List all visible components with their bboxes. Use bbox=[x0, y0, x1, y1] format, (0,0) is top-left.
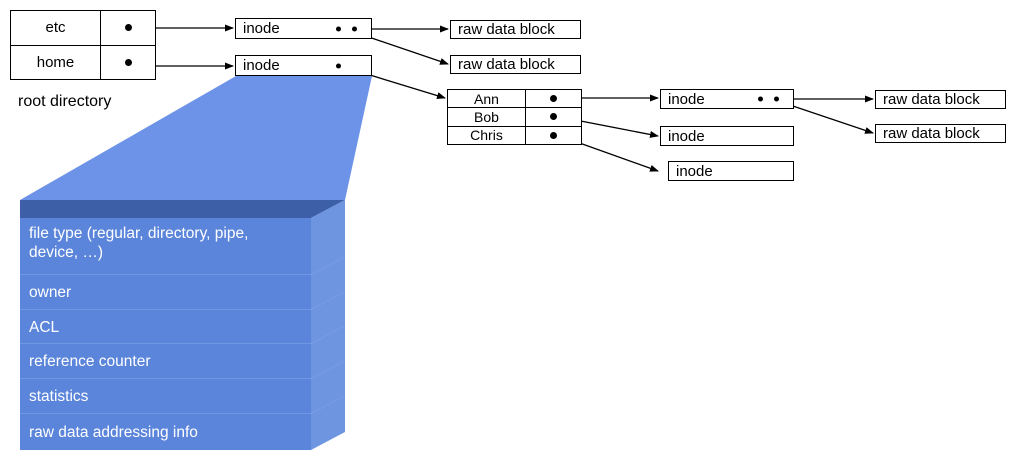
raw-data-block[interactable]: raw data block bbox=[450, 55, 581, 74]
inode-box-ann[interactable]: inode bbox=[660, 89, 794, 109]
root-directory-caption: root directory bbox=[18, 93, 112, 110]
pointer-dot-icon bbox=[124, 58, 132, 66]
inode-box-chris[interactable]: inode bbox=[668, 161, 794, 181]
home-entry-pointer[interactable] bbox=[526, 90, 581, 107]
pointer-dot-icon bbox=[336, 63, 341, 68]
inode-field-refcounter: reference counter bbox=[29, 353, 151, 370]
table-row[interactable]: Ann bbox=[448, 90, 581, 109]
inode-field-raw-data-addressing: raw data addressing info bbox=[29, 424, 198, 441]
inode-field-file-type: file type (regular, directory, pipe, dev… bbox=[29, 225, 249, 261]
inode-field-statistics: statistics bbox=[29, 388, 89, 405]
inode-label: inode bbox=[668, 90, 705, 108]
root-directory-table[interactable]: etc home bbox=[10, 10, 156, 80]
pointer-dot-icon bbox=[550, 95, 557, 103]
raw-data-block[interactable]: raw data block bbox=[875, 90, 1006, 109]
pointer-dot-icon bbox=[352, 26, 357, 31]
pointer-dot-icon bbox=[758, 96, 763, 102]
inode-field-acl: ACL bbox=[29, 319, 60, 336]
inode-label: inode bbox=[243, 57, 280, 74]
inode-box-etc[interactable]: inode bbox=[235, 18, 372, 39]
table-row[interactable]: home bbox=[11, 45, 155, 80]
home-entry-pointer[interactable] bbox=[526, 108, 581, 125]
home-entry-name: Chris bbox=[448, 126, 526, 144]
raw-data-block-label: raw data block bbox=[883, 125, 980, 142]
raw-data-block-label: raw data block bbox=[458, 56, 555, 73]
inode-pointer-dots[interactable] bbox=[336, 26, 357, 31]
inode-label: inode bbox=[243, 20, 280, 37]
table-row[interactable]: Bob bbox=[448, 108, 581, 127]
home-directory-table[interactable]: Ann Bob Chris bbox=[447, 89, 582, 145]
pointer-dot-icon bbox=[774, 96, 779, 102]
root-entry-pointer[interactable] bbox=[101, 46, 155, 80]
pointer-dot-icon bbox=[336, 26, 341, 31]
home-entry-pointer[interactable] bbox=[526, 127, 581, 144]
home-entry-name: Ann bbox=[448, 90, 526, 108]
raw-data-block-label: raw data block bbox=[458, 21, 555, 38]
pointer-dot-icon bbox=[550, 113, 557, 121]
pointer-dot-icon bbox=[550, 131, 557, 139]
inode-pointer-dots[interactable] bbox=[336, 63, 341, 68]
raw-data-block[interactable]: raw data block bbox=[450, 20, 581, 39]
inode-field-owner: owner bbox=[29, 284, 72, 301]
pointer-dot-icon bbox=[124, 24, 132, 32]
raw-data-block[interactable]: raw data block bbox=[875, 124, 1006, 143]
inode-label: inode bbox=[676, 162, 713, 180]
table-row[interactable]: etc bbox=[11, 11, 155, 46]
inode-pointer-dots[interactable] bbox=[758, 96, 779, 102]
table-row[interactable]: Chris bbox=[448, 126, 581, 144]
root-entry-name: home bbox=[11, 45, 101, 79]
root-entry-pointer[interactable] bbox=[101, 11, 155, 45]
inode-label: inode bbox=[668, 127, 705, 145]
inode-box-home[interactable]: inode bbox=[235, 55, 372, 76]
home-entry-name: Bob bbox=[448, 108, 526, 126]
raw-data-block-label: raw data block bbox=[883, 91, 980, 108]
inode-box-bob[interactable]: inode bbox=[660, 126, 794, 146]
root-entry-name: etc bbox=[11, 11, 101, 45]
